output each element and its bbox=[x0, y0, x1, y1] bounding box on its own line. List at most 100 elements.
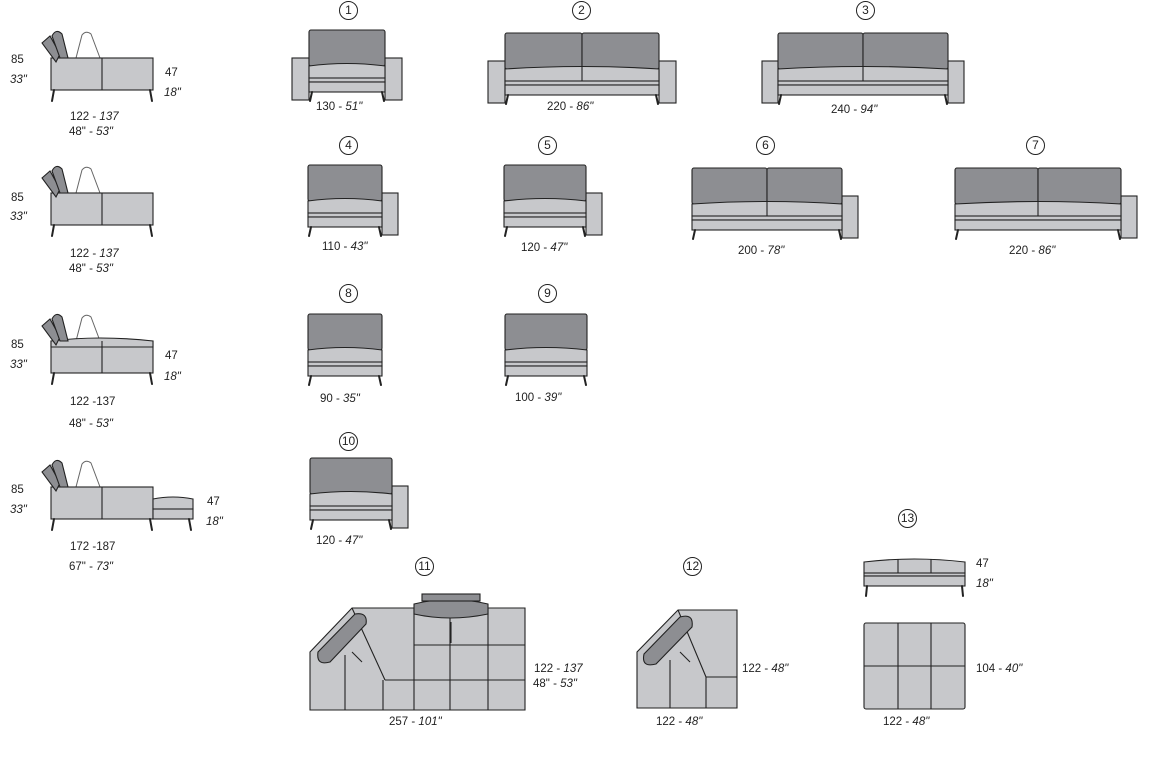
module-3-back-cushion bbox=[862, 32, 949, 70]
module-3-base-line bbox=[777, 80, 949, 86]
module-13-depth: 104 - 40" bbox=[976, 663, 1023, 675]
module-11-backrest-side bbox=[317, 613, 367, 664]
module-12-backrest-side bbox=[642, 615, 693, 666]
module-4-back-cushion bbox=[307, 164, 383, 202]
module-7-base-line bbox=[954, 215, 1122, 221]
module-4-width: 110 - 43" bbox=[322, 241, 368, 253]
side3-height-cm: 85 bbox=[11, 339, 24, 351]
module-5-leg-left bbox=[504, 226, 508, 237]
module-6-back-cushion bbox=[766, 167, 843, 205]
module-8-back-cushion bbox=[307, 313, 383, 351]
module-4-seat bbox=[307, 197, 383, 214]
module-8-base bbox=[307, 365, 383, 377]
module-13-pouf-base bbox=[863, 575, 966, 587]
side3-width-in: 48" - 53" bbox=[69, 418, 113, 430]
side-view-1-back-high bbox=[51, 30, 69, 59]
module-8-leg-left bbox=[308, 375, 312, 386]
side1-width-in: 48" - 53" bbox=[69, 126, 113, 138]
module-10-leg-left bbox=[310, 519, 314, 530]
module-4-leg-left bbox=[308, 226, 312, 237]
module-3-number: 3 bbox=[856, 1, 875, 20]
module-11-backrest bbox=[413, 599, 489, 619]
module-1-width: 130 - 51" bbox=[316, 101, 363, 113]
module-10-base bbox=[309, 509, 393, 521]
side-view-4-chaise-top bbox=[152, 496, 194, 510]
module-6-width: 200 - 78" bbox=[738, 245, 785, 257]
module-5-width: 120 - 47" bbox=[521, 242, 568, 254]
module-2-base bbox=[504, 84, 660, 96]
module-12-number: 12 bbox=[683, 557, 702, 576]
side3-seat-in: 18" bbox=[164, 371, 181, 383]
side-view-4-leg-left bbox=[51, 518, 55, 531]
side4-height-in: 33" bbox=[10, 504, 27, 516]
module-6-base-line bbox=[691, 215, 843, 221]
module-6-number: 6 bbox=[756, 136, 775, 155]
module-4-base bbox=[307, 216, 383, 228]
module-13-seat-in: 18" bbox=[976, 578, 993, 590]
module-9-seat bbox=[504, 346, 588, 363]
module-7-base bbox=[954, 219, 1122, 231]
side2-height-cm: 85 bbox=[11, 192, 24, 204]
module-2-leg-right bbox=[655, 94, 659, 105]
module-12-depth: 122 - 48" bbox=[742, 663, 789, 675]
module-12-width: 122 - 48" bbox=[656, 716, 703, 728]
side-view-1-ghost-back bbox=[75, 31, 101, 59]
side4-height-cm: 85 bbox=[11, 484, 24, 496]
side-view-4-leg-right bbox=[149, 518, 153, 531]
module-6-leg-right bbox=[838, 229, 842, 240]
side-view-2-leg-left bbox=[51, 224, 55, 237]
module-5-seat bbox=[503, 197, 587, 214]
side4-width-cm: 172 -187 bbox=[70, 541, 116, 553]
module-10-seat bbox=[309, 490, 393, 507]
module-13-leg-right bbox=[961, 585, 964, 597]
module-10-width: 120 - 47" bbox=[316, 535, 363, 547]
module-9-leg-right bbox=[583, 375, 587, 386]
module-5-back-cushion bbox=[503, 164, 587, 202]
module-11-backrest-stem bbox=[351, 651, 363, 663]
module-8-width: 90 - 35" bbox=[320, 393, 360, 405]
module-10-back-cushion bbox=[309, 457, 393, 495]
module-10-leg-right bbox=[388, 519, 392, 530]
module-1-base bbox=[308, 81, 386, 93]
module-12-backrest-stem bbox=[679, 651, 691, 663]
module-1-base-line bbox=[308, 77, 386, 83]
module-11-number: 11 bbox=[415, 557, 434, 576]
module-2-base-line bbox=[504, 80, 660, 86]
module-7-leg-left bbox=[955, 229, 959, 240]
module-1-back-cushion bbox=[308, 29, 386, 67]
module-3-arm-right bbox=[947, 60, 965, 104]
side-view-3-leg-right bbox=[149, 372, 153, 385]
side-view-2-leg-right bbox=[149, 224, 153, 237]
side-view-4-chaise-base bbox=[152, 508, 194, 520]
module-13-width: 122 - 48" bbox=[883, 716, 930, 728]
module-5-base bbox=[503, 216, 587, 228]
module-10-arm-right bbox=[391, 485, 409, 529]
module-1-seat bbox=[308, 62, 386, 79]
module-2-leg-left bbox=[505, 94, 509, 105]
module-5-leg-right bbox=[582, 226, 586, 237]
module-2-back-cushion bbox=[504, 32, 583, 70]
module-8-leg-right bbox=[378, 375, 382, 386]
side4-seat-cm: 47 bbox=[207, 496, 220, 508]
side2-width-cm: 122 - 137 bbox=[70, 248, 119, 260]
side2-width-in: 48" - 53" bbox=[69, 263, 113, 275]
module-1-leg-right bbox=[381, 91, 385, 102]
module-11-top-view bbox=[309, 607, 526, 711]
module-6-leg-left bbox=[692, 229, 696, 240]
side-view-4-back-high bbox=[51, 459, 69, 488]
module-3-base bbox=[777, 84, 949, 96]
module-7-width: 220 - 86" bbox=[1009, 245, 1056, 257]
module-3-leg-left bbox=[778, 94, 782, 105]
module-3-width: 240 - 94" bbox=[831, 104, 878, 116]
module-13-number: 13 bbox=[898, 509, 917, 528]
module-3-arm-left bbox=[761, 60, 779, 104]
module-4-number: 4 bbox=[339, 136, 358, 155]
module-6-base bbox=[691, 219, 843, 231]
module-8-number: 8 bbox=[339, 284, 358, 303]
module-9-width: 100 - 39" bbox=[515, 392, 562, 404]
module-2-number: 2 bbox=[572, 1, 591, 20]
module-3-leg-right bbox=[944, 94, 948, 105]
module-1-arm-right bbox=[384, 57, 403, 101]
